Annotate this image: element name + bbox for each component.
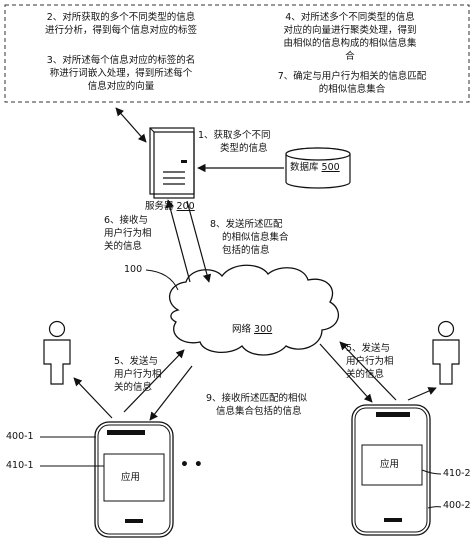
arrow-box-server	[115, 107, 147, 143]
leader-right-device-ref	[427, 506, 442, 509]
network-cloud	[168, 264, 340, 356]
right-device-ref: 400-2	[443, 500, 471, 511]
arrow-server-cloud	[186, 200, 212, 283]
arrow-left-device-cloud	[123, 349, 185, 413]
leader-right-app-ref	[421, 469, 442, 475]
step-5-right-text: 5、发送与用户行为相关的信息	[346, 343, 394, 380]
step-2-text: 2、对所获取的多个不同类型的信息进行分析，得到每个信息对应的标签	[44, 12, 197, 36]
step-7-text: 7、确定与用户行为相关的信息匹配的相似信息集合	[277, 71, 427, 95]
right-device	[351, 404, 431, 536]
right-user-icon	[432, 320, 460, 385]
step-6-text: 6、接收与用户行为相关的信息	[104, 215, 152, 252]
steps-box	[4, 4, 470, 103]
server-label: 服务器 200	[145, 201, 195, 212]
network-label: 网络 300	[232, 324, 273, 335]
arrow-cloud-server	[165, 199, 191, 283]
database-label: 数据库 500	[290, 162, 340, 173]
arrow-right-device-cloud	[339, 341, 397, 401]
right-app-label: 应用	[380, 459, 400, 470]
system-ref: 100	[124, 264, 143, 275]
database-icon	[285, 147, 351, 189]
left-device	[94, 421, 174, 538]
left-device-ref: 400-1	[6, 431, 34, 442]
step-8-text: 8、发送所述匹配的相似信息集合包括的信息	[210, 219, 289, 256]
more-devices-ellipsis: • •	[180, 457, 203, 473]
step-3-text: 3、对所述每个信息对应的标签的名称进行词嵌入处理，得到所述每个信息对应的向量	[46, 55, 196, 92]
left-app-ref: 410-1	[6, 460, 34, 471]
right-app-ref: 410-2	[443, 468, 471, 479]
server-icon	[149, 127, 195, 199]
left-app-label: 应用	[121, 472, 141, 483]
arrow-cloud-left-device	[149, 365, 193, 421]
left-user-icon	[43, 320, 71, 385]
step-9-text: 9、接收所述匹配的相似信息集合包括的信息	[206, 393, 308, 417]
arrow-left-device-user	[73, 377, 113, 419]
step-1-text: 1、获取多个不同类型的信息	[198, 130, 271, 154]
step-4-text: 4、对所述多个不同类型的信息对应的向量进行聚类处理，得到由相似的信息构成的相似信…	[283, 12, 417, 62]
arrow-right-device-user	[407, 387, 437, 401]
step-5-left-text: 5、发送与用户行为相关的信息	[114, 356, 162, 393]
arrow-cloud-right-device	[319, 343, 373, 403]
leader-system-ref	[145, 269, 179, 291]
